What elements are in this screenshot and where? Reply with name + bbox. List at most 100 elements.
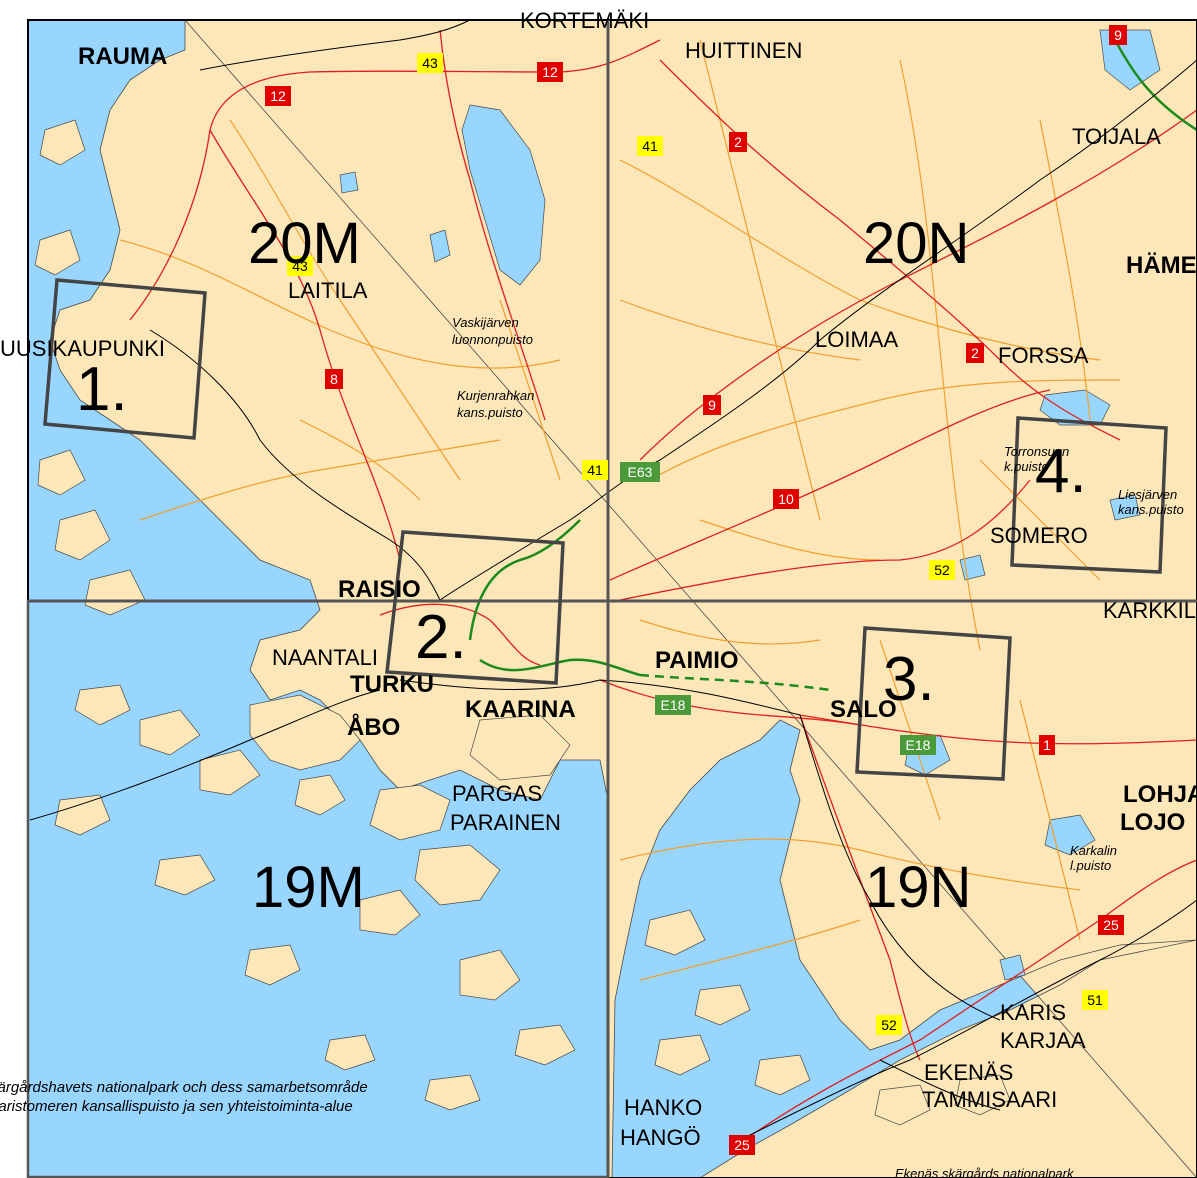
- label-lohja: LOHJA: [1123, 781, 1197, 808]
- label-uusikaupunki: UUSIKAUPUNKI: [0, 336, 165, 361]
- shield-25a: [1098, 915, 1124, 935]
- svg-text:43: 43: [292, 258, 308, 274]
- sheet-labels: 20M 20N 19M 19N: [248, 211, 971, 920]
- label-naantali: NAANTALI: [272, 645, 378, 670]
- shield-41a: [637, 136, 663, 156]
- label-loimaa: LOIMAA: [815, 327, 898, 352]
- shield-9-top: [1109, 25, 1127, 45]
- label-karjaa: KARJAA: [1000, 1028, 1086, 1053]
- shield-e18a: [655, 695, 691, 715]
- svg-text:9: 9: [1114, 27, 1122, 43]
- shield-e18b: [900, 735, 936, 755]
- road-12: [129, 39, 661, 321]
- area-label-3: 3.: [883, 645, 935, 714]
- svg-text:8: 8: [330, 371, 338, 387]
- sheet-label-19m: 19M: [252, 855, 365, 920]
- label-vaskijarvi-2: luonnonpuisto: [452, 332, 533, 347]
- label-skargard-fi: Saaristomeren kansallispuisto ja sen yht…: [0, 1098, 353, 1115]
- shield-1: [1039, 735, 1055, 755]
- label-pargas: PARGAS: [452, 781, 542, 806]
- label-forssa: FORSSA: [998, 343, 1089, 368]
- area-label-2: 2.: [415, 603, 467, 672]
- label-torronsuo-2: k.puisto: [1004, 459, 1049, 474]
- label-abo: ÅBO: [347, 713, 400, 741]
- label-liesjarvi-1: Liesjärven: [1118, 487, 1177, 502]
- railways: [29, 19, 1197, 1141]
- area-2-square: [385, 530, 565, 685]
- svg-text:2: 2: [734, 134, 742, 150]
- lake-pyhajarvi: [461, 104, 546, 286]
- label-paimio: PAIMIO: [655, 647, 739, 674]
- label-lojo: LOJO: [1120, 809, 1185, 836]
- label-salo: SALO: [830, 696, 897, 723]
- label-laitila: LAITILA: [288, 278, 368, 303]
- label-ekenas-park: Ekenäs skärgårds nationalpark: [895, 1166, 1075, 1178]
- svg-text:52: 52: [881, 1017, 897, 1033]
- shield-9: [703, 395, 721, 415]
- area-label-1: 1.: [76, 355, 128, 424]
- label-ekenas: EKENÄS: [924, 1060, 1013, 1085]
- shield-51: [1082, 990, 1108, 1010]
- svg-text:1: 1: [1043, 737, 1051, 753]
- label-kurjenrahka-2: kans.puisto: [457, 405, 523, 420]
- shield-2a: [729, 132, 747, 152]
- shield-43a: [417, 53, 443, 73]
- svg-text:25: 25: [734, 1137, 750, 1153]
- svg-text:2: 2: [971, 345, 979, 361]
- label-hanko: HANKO: [624, 1095, 702, 1120]
- shield-12a: [265, 86, 291, 106]
- shield-52a: [929, 560, 955, 580]
- shield-10: [773, 489, 799, 509]
- road-e18-red: [599, 679, 861, 726]
- shield-8: [325, 369, 343, 389]
- svg-text:E18: E18: [906, 737, 931, 753]
- sheet-label-20n: 20N: [863, 211, 969, 276]
- archipelago-islands: [34, 119, 1011, 1126]
- road-43: [439, 29, 546, 421]
- svg-text:E63: E63: [628, 464, 653, 480]
- road-25: [729, 859, 1197, 1151]
- label-raisio: RAISIO: [338, 576, 421, 603]
- svg-text:52: 52: [934, 562, 950, 578]
- label-skargard-sv: Skärgårdshavets nationalpark och dess sa…: [0, 1079, 368, 1096]
- svg-text:9: 9: [708, 397, 716, 413]
- svg-text:41: 41: [587, 462, 603, 478]
- sheet-19m-frame: [26, 599, 610, 1178]
- label-liesjarvi-2: kans.puisto: [1118, 502, 1184, 517]
- area-squares: [43, 278, 1168, 781]
- area-label-4: 4.: [1035, 437, 1087, 506]
- shield-25b: [729, 1135, 755, 1155]
- label-rauma: RAUMA: [78, 43, 167, 70]
- road-2: [659, 59, 1121, 441]
- label-karkkila: KARKKILA: [1103, 598, 1197, 623]
- shield-41b: [582, 460, 608, 480]
- label-kurjenrahka-1: Kurjenrahkan: [457, 388, 534, 403]
- road-52-south: [799, 714, 921, 1061]
- svg-text:12: 12: [270, 88, 286, 104]
- area-4-square: [1010, 416, 1168, 574]
- svg-text:41: 41: [642, 138, 658, 154]
- label-vaskijarvi-1: Vaskijärven: [452, 315, 519, 330]
- label-somero: SOMERO: [990, 523, 1088, 548]
- label-huittinen: HUITTINEN: [685, 38, 802, 63]
- area-labels: 1. 2. 3. 4.: [76, 355, 1087, 714]
- map-frame: [27, 19, 1197, 1178]
- label-karkali-2: l.puisto: [1070, 858, 1111, 873]
- area-3-square: [855, 626, 1012, 781]
- shield-e63: [620, 462, 660, 482]
- road-10: [609, 389, 1051, 581]
- label-parainen: PARAINEN: [450, 810, 561, 835]
- area-1-square: [43, 278, 207, 440]
- sheet-label-20m: 20M: [248, 211, 361, 276]
- road-8: [209, 129, 401, 561]
- label-tammisaari: TAMMISAARI: [922, 1087, 1057, 1112]
- label-karis: KARIS: [1000, 1000, 1066, 1025]
- shield-43b: [287, 256, 313, 276]
- svg-text:10: 10: [778, 491, 794, 507]
- label-hameenlinna: HÄMEENLINNA: [1126, 252, 1197, 279]
- park-labels: Vaskijärven luonnonpuisto Kurjenrahkan k…: [0, 315, 1184, 1178]
- label-kortemaki: KORTEMÄKI: [520, 8, 649, 33]
- minor-roads: [119, 39, 1121, 981]
- label-toijala: TOIJALA: [1072, 124, 1161, 149]
